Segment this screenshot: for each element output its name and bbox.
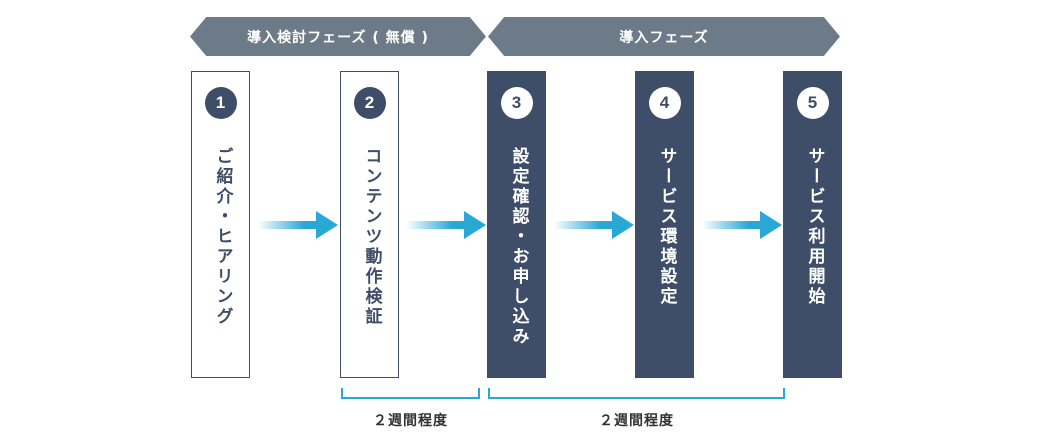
phase-label-trial: 導入検討フェーズ ( 無償 ) [247,29,429,46]
duration-bracket-trial [341,388,480,399]
step-1-label: ご紹介・ヒアリング [212,147,233,327]
step-5-box: 5 サービス利用開始 [783,71,842,378]
duration-label-intro: ２週間程度 [599,413,674,429]
step-3-number: 3 [500,87,533,119]
step-5-number: 5 [796,87,829,119]
duration-bracket-intro [488,388,785,399]
step-4-box: 4 サービス環境設定 [635,71,694,378]
step-3-box: 3 設定確認・お申し込み [487,71,546,378]
arrow-right-icon [702,211,782,239]
phase-label-intro: 導入フェーズ [619,29,709,46]
phase-banner-trial: 導入検討フェーズ ( 無償 ) [190,17,486,56]
step-4-label: サービス環境設定 [656,147,677,307]
step-2-label: コンテンツ動作検証 [361,147,382,327]
step-2-box: 2 コンテンツ動作検証 [340,71,399,378]
step-1-number: 1 [204,87,237,119]
step-3-label: 設定確認・お申し込み [508,147,529,347]
arrow-right-icon [258,211,338,239]
arrow-right-icon [406,211,486,239]
step-4-number: 4 [648,87,681,119]
step-5-label: サービス利用開始 [804,147,825,307]
step-1-box: 1 ご紹介・ヒアリング [191,71,250,378]
arrow-right-icon [554,211,634,239]
duration-label-trial: ２週間程度 [373,413,448,429]
step-2-number: 2 [353,87,386,119]
phase-banner-intro: 導入フェーズ [488,17,840,56]
